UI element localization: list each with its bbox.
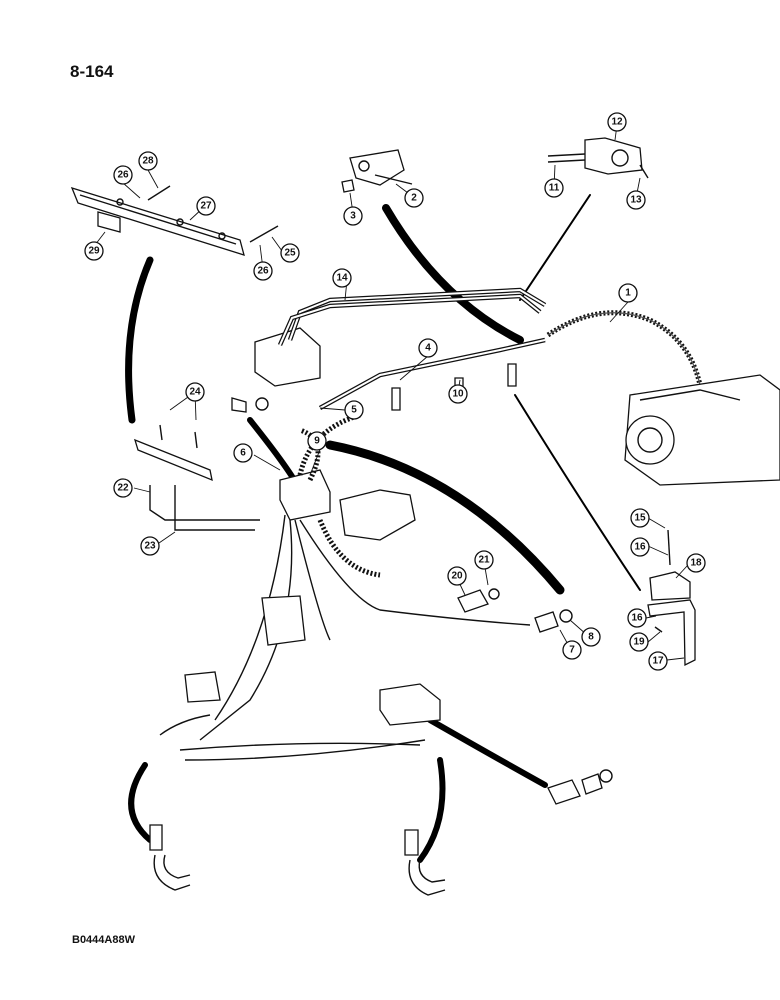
handle-assembly <box>133 424 260 531</box>
svg-text:16: 16 <box>631 613 643 624</box>
svg-text:24: 24 <box>189 387 201 398</box>
top-bracket-assembly <box>70 185 279 256</box>
svg-text:22: 22 <box>117 483 129 494</box>
elbow-fittings <box>149 824 446 896</box>
svg-text:4: 4 <box>425 343 431 354</box>
svg-text:28: 28 <box>142 156 154 167</box>
tube-assembly <box>254 287 547 387</box>
svg-text:23: 23 <box>144 541 156 552</box>
svg-text:29: 29 <box>88 246 100 257</box>
motor <box>624 374 780 486</box>
svg-text:11: 11 <box>549 183 560 194</box>
manifold-and-hoses <box>199 397 531 741</box>
callout-25: 25 <box>280 243 300 263</box>
svg-text:10: 10 <box>452 389 464 400</box>
callout-24: 24 <box>185 382 205 402</box>
svg-text:19: 19 <box>633 637 645 648</box>
callout-15: 15 <box>630 508 650 528</box>
callout-1: 1 <box>618 283 638 303</box>
svg-text:25: 25 <box>284 248 296 259</box>
leader-lines <box>94 124 688 661</box>
callout-12: 12 <box>607 112 627 132</box>
svg-text:17: 17 <box>652 656 664 667</box>
page-number: 8-164 <box>70 62 114 81</box>
svg-text:21: 21 <box>478 555 490 566</box>
svg-text:18: 18 <box>690 558 702 569</box>
callout-29: 29 <box>84 241 104 261</box>
callout-10: 10 <box>448 384 468 404</box>
callout-19: 19 <box>629 632 649 652</box>
callout-5: 5 <box>344 400 364 420</box>
svg-text:6: 6 <box>240 448 246 459</box>
callouts: 1 2 3 4 5 6 7 8 9 10 11 12 13 14 15 16 1… <box>84 112 706 671</box>
callout-23: 23 <box>140 536 160 556</box>
lower-hoses <box>159 595 613 805</box>
callout-6: 6 <box>233 443 253 463</box>
top-fittings <box>341 137 649 193</box>
svg-text:27: 27 <box>200 201 212 212</box>
callout-28: 28 <box>138 151 158 171</box>
callout-3: 3 <box>343 206 363 226</box>
callout-14: 14 <box>332 268 352 288</box>
callout-21: 21 <box>474 550 494 570</box>
callout-20: 20 <box>447 566 467 586</box>
detail-pointer-strokes <box>125 194 641 863</box>
svg-text:26: 26 <box>257 266 269 277</box>
callout-26-lower: 26 <box>253 261 273 281</box>
callout-16-lower: 16 <box>627 608 647 628</box>
braided-hose-1 <box>546 310 703 386</box>
svg-text:5: 5 <box>351 405 357 416</box>
callout-18: 18 <box>686 553 706 573</box>
svg-text:2: 2 <box>411 193 417 204</box>
svg-text:20: 20 <box>451 571 463 582</box>
callout-13: 13 <box>626 190 646 210</box>
svg-text:12: 12 <box>611 117 623 128</box>
svg-text:14: 14 <box>336 273 348 284</box>
lower-bracket <box>647 529 696 667</box>
callout-22: 22 <box>113 478 133 498</box>
callout-26-upper: 26 <box>113 165 133 185</box>
callout-17: 17 <box>648 651 668 671</box>
svg-text:16: 16 <box>634 542 646 553</box>
svg-text:8: 8 <box>588 632 594 643</box>
callout-8: 8 <box>581 627 601 647</box>
callout-4: 4 <box>418 338 438 358</box>
callout-9: 9 <box>307 431 327 451</box>
svg-text:3: 3 <box>350 211 356 222</box>
svg-text:7: 7 <box>569 645 575 656</box>
svg-text:1: 1 <box>625 288 631 299</box>
callout-16-upper: 16 <box>630 537 650 557</box>
drawing-code: B0444A88W <box>72 934 135 946</box>
svg-text:13: 13 <box>630 195 642 206</box>
fittings-7-8-20-21 <box>457 588 573 633</box>
callout-27: 27 <box>196 196 216 216</box>
svg-text:26: 26 <box>117 170 129 181</box>
svg-text:15: 15 <box>634 513 646 524</box>
svg-text:9: 9 <box>314 436 320 447</box>
callout-2: 2 <box>404 188 424 208</box>
callout-11: 11 <box>544 178 564 198</box>
callout-7: 7 <box>562 640 582 660</box>
